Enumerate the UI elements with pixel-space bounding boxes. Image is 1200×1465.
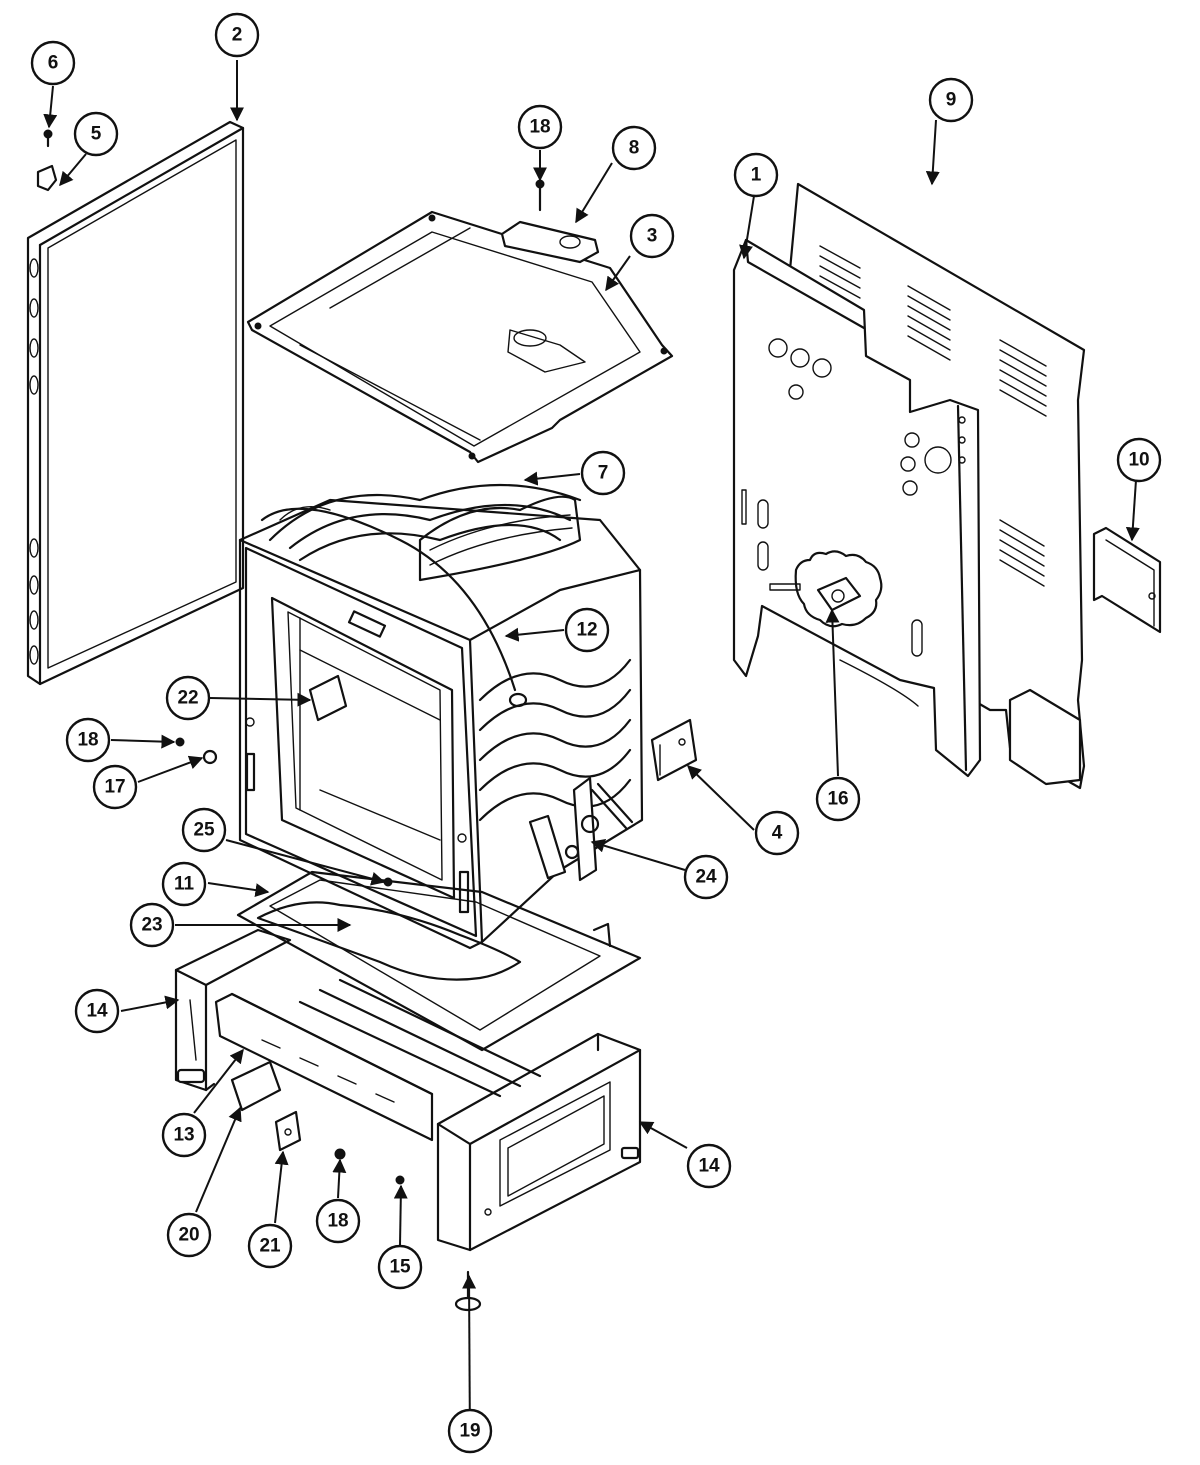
callout-24-label: 24 — [695, 867, 717, 888]
callout-6-label: 6 — [48, 53, 59, 74]
callout-18-left: 18 — [65, 717, 111, 763]
callout-4: 4 — [754, 810, 800, 856]
callout-5: 5 — [73, 111, 119, 157]
hinge-part-24 — [528, 776, 634, 882]
callout-14-right-label: 14 — [698, 1156, 720, 1177]
callout-12-label: 12 — [576, 620, 597, 641]
callout-10-label: 10 — [1128, 450, 1149, 471]
callout-13: 13 — [161, 1112, 207, 1158]
callout-19: 19 — [447, 1408, 493, 1454]
callout-1-label: 1 — [751, 165, 762, 186]
callout-23: 23 — [129, 902, 175, 948]
cover-part-8 — [500, 220, 600, 264]
insulation-part-23 — [256, 901, 522, 981]
callout-18-left-label: 18 — [77, 730, 98, 751]
callout-23-label: 23 — [141, 915, 162, 936]
callout-16: 16 — [815, 776, 861, 822]
callout-14-left: 14 — [74, 988, 120, 1034]
screw-part-6 — [43, 129, 53, 148]
callout-24: 24 — [683, 854, 729, 900]
callout-8-label: 8 — [629, 138, 640, 159]
callout-19-label: 19 — [459, 1421, 480, 1442]
callout-9-label: 9 — [946, 90, 957, 111]
screw-part-15 — [395, 1175, 405, 1185]
base-leg-part-14-left — [174, 928, 292, 1092]
callout-3: 3 — [629, 213, 675, 259]
screw-part-18-bottom — [334, 1148, 346, 1160]
callout-3-label: 3 — [647, 226, 658, 247]
callout-6: 6 — [30, 40, 76, 86]
callout-20: 20 — [166, 1212, 212, 1258]
clip-part-21 — [274, 1110, 302, 1152]
callout-13-label: 13 — [173, 1125, 194, 1146]
callout-2: 2 — [214, 12, 260, 58]
bracket-part-20 — [230, 1060, 282, 1112]
bracket-part-4 — [650, 718, 698, 782]
callout-25: 25 — [181, 807, 227, 853]
top-panel-part-3 — [246, 210, 674, 464]
cover-part-10 — [1092, 526, 1162, 634]
oven-cavity — [238, 483, 644, 950]
callout-18-top: 18 — [517, 104, 563, 150]
leader-lines — [43, 60, 1140, 1449]
callout-14-left-label: 14 — [86, 1001, 108, 1022]
callout-9: 9 — [928, 77, 974, 123]
callout-5-label: 5 — [91, 124, 102, 145]
callout-14-right: 14 — [686, 1143, 732, 1189]
callout-8: 8 — [611, 125, 657, 171]
callout-1: 1 — [733, 152, 779, 198]
callout-25-label: 25 — [193, 820, 215, 841]
callout-15: 15 — [377, 1244, 423, 1290]
callout-7-label: 7 — [598, 463, 609, 484]
callout-18-bottom-label: 18 — [327, 1211, 348, 1232]
callout-12: 12 — [564, 607, 610, 653]
screw-part-18-top — [535, 179, 545, 212]
callout-11-label: 11 — [174, 874, 195, 895]
front-brace-part-13 — [214, 978, 542, 1142]
leveling-leg-part-19 — [454, 1270, 482, 1312]
callout-10: 10 — [1116, 437, 1162, 483]
callout-22: 22 — [165, 675, 211, 721]
callout-18-top-label: 18 — [529, 117, 550, 138]
nut-part-17 — [202, 749, 218, 765]
screw-part-18-left — [175, 737, 185, 747]
callout-11: 11 — [161, 861, 207, 907]
side-panel-part-2 — [26, 120, 245, 686]
callout-15-label: 15 — [389, 1257, 411, 1278]
bracket-part-22 — [308, 674, 348, 722]
callout-7: 7 — [580, 450, 626, 496]
callout-2-label: 2 — [232, 25, 243, 46]
callout-20-label: 20 — [178, 1225, 199, 1246]
callout-17-label: 17 — [104, 777, 125, 798]
callout-17: 17 — [92, 764, 138, 810]
callout-18-bottom: 18 — [315, 1198, 361, 1244]
clip-part-5 — [36, 164, 58, 192]
rear-inner-panel-part-1 — [732, 238, 982, 778]
callout-16-label: 16 — [827, 789, 848, 810]
base-panel-part-14-right — [436, 1032, 642, 1252]
callout-21-label: 21 — [259, 1236, 281, 1257]
callout-22-label: 22 — [177, 688, 198, 709]
callout-21: 21 — [247, 1223, 293, 1269]
cord-part-12 — [260, 507, 528, 708]
insulation-part-7 — [418, 495, 582, 582]
callout-4-label: 4 — [772, 823, 783, 844]
